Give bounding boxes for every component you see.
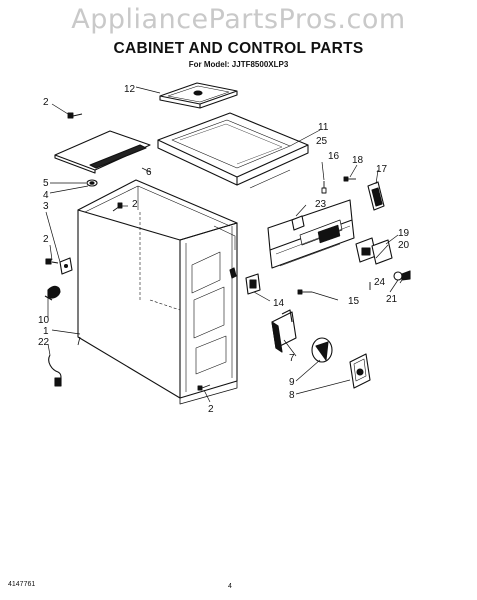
label-part-9: 9: [289, 377, 295, 388]
part-1-cabinet-body: [77, 179, 238, 405]
part-22-power-cord: [48, 354, 62, 387]
label-part-11: 11: [318, 122, 329, 133]
label-part-12: 12: [124, 84, 136, 95]
part-24-knob: [393, 270, 411, 281]
label-part-7: 7: [289, 353, 295, 364]
model-line: For Model: JJTF8500XLP3: [188, 60, 289, 69]
label-part-8: 8: [289, 390, 295, 401]
label-part-18: 18: [352, 155, 364, 166]
part-14-switch: [229, 267, 261, 295]
part-3-bracket: [45, 257, 73, 275]
label-part-10: 10: [38, 315, 50, 326]
label-part-23: 23: [315, 199, 327, 210]
part-5-hinge-cover: [54, 130, 151, 187]
label-part-24: 24: [374, 277, 386, 288]
label-part-25: 25: [316, 136, 328, 147]
part-7-timer: [271, 309, 297, 353]
screw-icon-set: [67, 112, 371, 391]
label-part-20: 20: [398, 240, 410, 251]
watermark: AppliancePartsPros.com: [71, 4, 406, 35]
label-part-14: 14: [273, 298, 285, 309]
label-part-21: 21: [386, 294, 398, 305]
label-part-3: 3: [43, 201, 49, 212]
part-labels: 12 2 5 4 3 6 2 11 25 16 18 17 23 19 20 2…: [38, 84, 410, 415]
page-title: CABINET AND CONTROL PARTS: [113, 40, 364, 57]
leader-lines: [45, 86, 403, 403]
part-11-cabinet-top: [157, 112, 309, 189]
label-part-2-upper: 2: [132, 199, 138, 210]
label-part-17: 17: [376, 164, 388, 175]
label-part-19: 19: [398, 228, 410, 239]
part-19-bracket: [355, 237, 393, 265]
part-17-switch-bracket: [367, 181, 385, 211]
page-number: 4: [228, 583, 232, 590]
label-part-22: 22: [38, 337, 50, 348]
label-part-2-left: 2: [43, 234, 49, 245]
part-10-strain-relief: [44, 285, 61, 301]
part-12-panel: [159, 82, 238, 109]
part-9-dial: [311, 337, 333, 363]
label-part-1: 1: [43, 326, 49, 337]
part-8-knob-plate: [349, 353, 371, 389]
label-part-5: 5: [43, 178, 49, 189]
label-part-16: 16: [328, 151, 340, 162]
label-part-6: 6: [146, 167, 152, 178]
document-number: 4147761: [8, 581, 36, 588]
part-23-control-panel: [267, 199, 355, 269]
label-part-2-bottom: 2: [208, 404, 214, 415]
label-part-4: 4: [43, 190, 49, 201]
label-part-15: 15: [348, 296, 360, 307]
label-part-2: 2: [43, 97, 49, 108]
